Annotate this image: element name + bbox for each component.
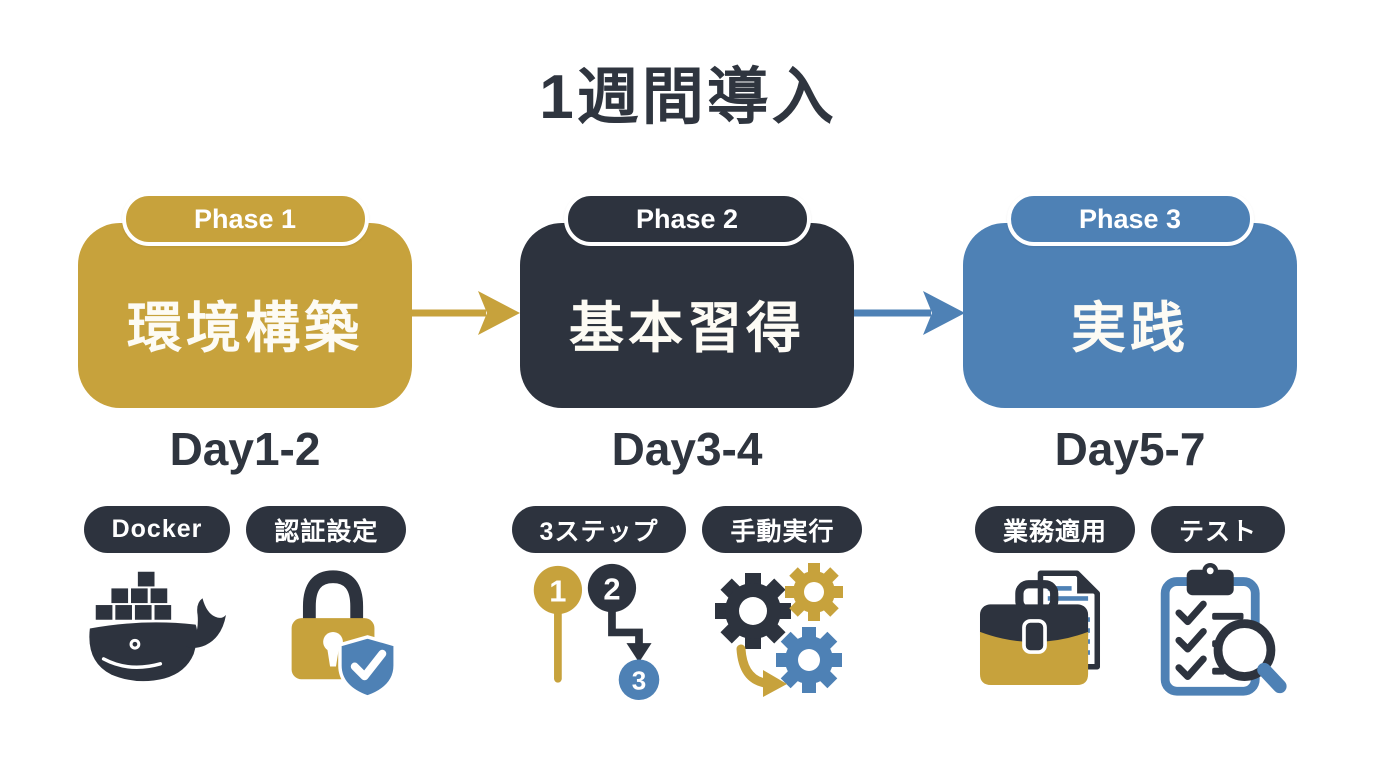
step-number-3: 3: [632, 666, 647, 696]
phase-2-tags: 3ステップ 手動実行: [511, 506, 863, 553]
phase-2-name: 基本習得: [568, 296, 805, 359]
phase-1-box: 環境構築: [78, 223, 412, 408]
tag-test: テスト: [1151, 506, 1286, 553]
phase-2-badge-label: Phase 2: [635, 203, 739, 234]
step-number-1: 1: [549, 573, 566, 608]
phase-2-icons: 1 2 3: [526, 561, 848, 701]
phase-3-icons: [969, 561, 1291, 701]
tag-business-apply: 業務適用: [974, 506, 1135, 553]
phase-3-days: Day5-7: [1054, 423, 1206, 475]
phase-3-badge-label: Phase 3: [1078, 203, 1182, 234]
tag-manual-run: 手動実行: [702, 506, 863, 553]
arrow-right-icon-blue: [849, 291, 965, 335]
tag-auth-setup: 認証設定: [246, 506, 407, 553]
clipboard-search-icon: [1149, 561, 1291, 701]
phase-1-tags: Docker 認証設定: [83, 506, 407, 553]
phase-2-column: Phase 2 基本習得 Day3-4 3ステップ 手動実行 1 2: [511, 192, 863, 701]
phase-3-column: Phase 3 実践 Day5-7 業務適用 テスト: [963, 192, 1297, 701]
phase-3-tags: 業務適用 テスト: [974, 506, 1286, 553]
phase-2-badge: Phase 2: [563, 192, 811, 246]
phase-3-name: 実践: [1070, 296, 1189, 359]
phase-1-column: Phase 1 環境構築 Day1-2 Docker 認証設定: [78, 192, 412, 701]
phase-1-days: Day1-2: [169, 423, 321, 475]
phase-2-box: 基本習得: [520, 223, 854, 408]
phase-1-name: 環境構築: [126, 296, 363, 359]
phase-1-badge: Phase 1: [121, 192, 369, 246]
step-number-2: 2: [603, 572, 620, 607]
phase-3-box: 実践: [963, 223, 1297, 408]
gears-icon: [706, 561, 848, 701]
phase-1-icons: [84, 561, 406, 701]
page-title: 1週間導入: [539, 63, 837, 132]
docker-whale-icon: [84, 561, 226, 701]
phase-3-badge: Phase 3: [1006, 192, 1254, 246]
lock-shield-check-icon: [264, 561, 406, 701]
briefcase-document-icon: [969, 561, 1111, 701]
phase-2-days: Day3-4: [611, 423, 763, 475]
three-steps-flow-icon: 1 2 3: [526, 561, 668, 701]
arrow-right-icon-gold: [404, 291, 520, 335]
tag-three-steps: 3ステップ: [511, 506, 687, 553]
tag-docker: Docker: [83, 506, 231, 553]
phase-1-badge-label: Phase 1: [193, 203, 297, 234]
